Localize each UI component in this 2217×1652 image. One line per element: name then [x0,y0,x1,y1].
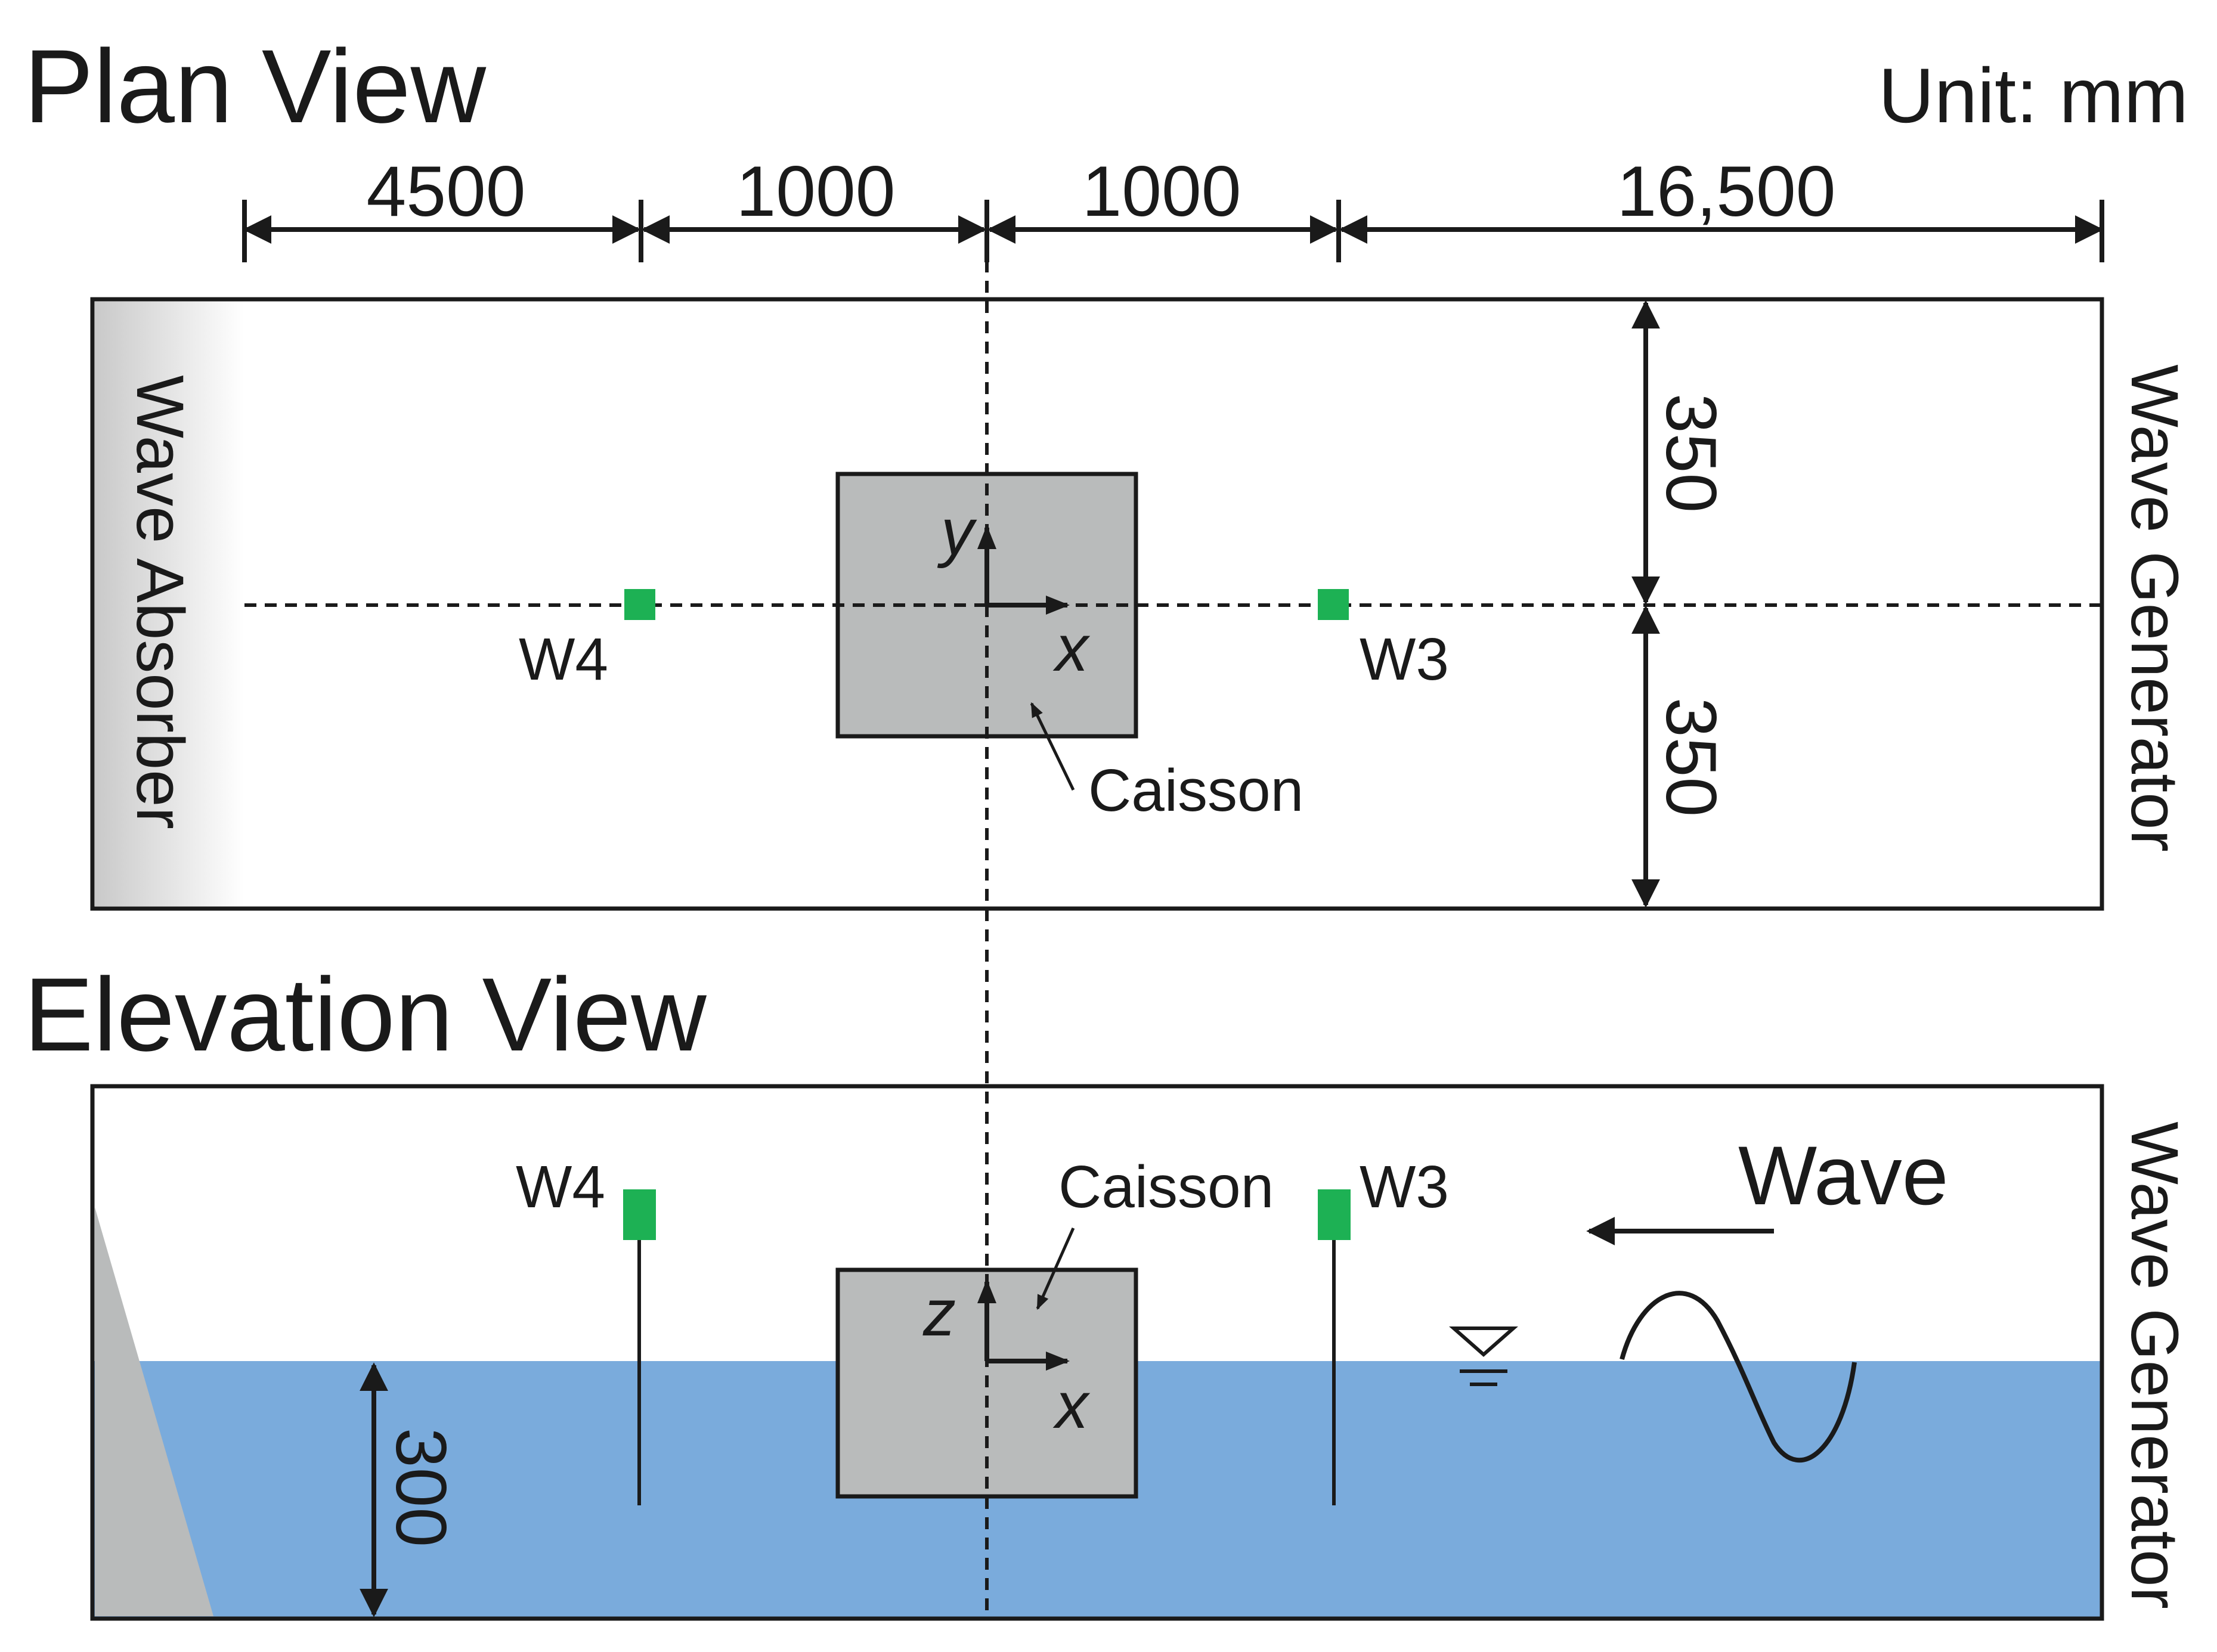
water-level-symbol [1449,1326,1518,1386]
wave-label: Wave [1738,1129,1949,1222]
plan-axis-x-label: x [1052,612,1091,685]
elevation-wave-generator-label: Wave Generator [2117,1121,2192,1609]
elevation-tank-outline [90,1084,2104,1621]
unit-label: Unit: mm [1878,52,2188,139]
plan-dimension-chain [242,200,2104,262]
dimension-350-lower: 350 [1651,698,1731,817]
plan-caisson-pointer [1030,702,1075,791]
elevation-gauge-w3 [1318,1189,1351,1240]
elevation-axis-z-label: z [922,1276,956,1350]
plan-axis-y-label: y [937,495,977,569]
elevation-caisson-pointer [1036,1227,1075,1310]
dimension-1000-right: 1000 [1082,151,1241,231]
plan-absorber-zone [95,302,244,906]
elevation-w3-label: W3 [1360,1154,1449,1220]
wave-absorber-label: Wave Absorber [123,375,197,829]
elevation-axis-x-label: x [1052,1369,1091,1442]
dimension-300: 300 [381,1428,461,1547]
elevation-gauge-w4 [623,1189,656,1240]
plan-w3-label: W3 [1360,626,1449,693]
wave-sine-icon [1620,1291,1857,1463]
plan-wave-generator-label: Wave Generator [2117,364,2192,852]
plan-gauge-w4 [624,589,655,620]
plan-caisson-label: Caisson [1088,757,1303,824]
plan-gauge-w3 [1318,589,1349,620]
elevation-caisson-label: Caisson [1058,1154,1274,1220]
dimension-350-upper: 350 [1651,393,1731,513]
elevation-w4-label: W4 [516,1154,605,1220]
elevation-view-title: Elevation View [24,957,707,1073]
elevation-absorber-slope [95,1207,213,1616]
elevation-axes [977,1279,1070,1371]
plan-view-title: Plan View [24,29,487,145]
dimension-1000-left: 1000 [736,151,896,231]
plan-w4-label: W4 [519,626,608,693]
dimension-16500: 16,500 [1617,151,1835,231]
dimension-4500: 4500 [367,151,526,231]
